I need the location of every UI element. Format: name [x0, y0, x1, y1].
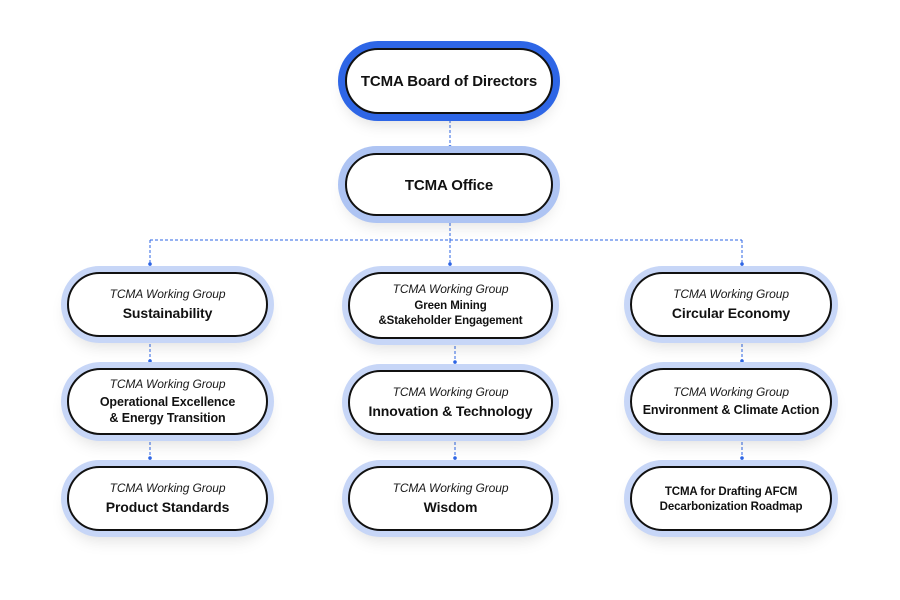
working-group-title-line-2: Decarbonization Roadmap: [659, 500, 803, 513]
connector-dot: [148, 262, 152, 266]
working-group-innovation-technology: TCMA Working Group Innovation & Technolo…: [348, 370, 553, 435]
working-group-subtitle: TCMA Working Group: [673, 385, 789, 399]
working-group-subtitle: TCMA Working Group: [109, 481, 226, 495]
working-group-subtitle: TCMA Working Group: [392, 481, 509, 495]
connector-dot: [740, 359, 744, 363]
office-title: TCMA Office: [404, 176, 494, 194]
working-group-title-line-2: &Stakeholder Engagement: [378, 315, 523, 327]
working-group-title: Wisdom: [423, 499, 478, 515]
connector-dot: [148, 359, 152, 363]
connector-dot: [448, 145, 452, 149]
working-group-title: Product Standards: [105, 499, 230, 515]
connector-dot: [453, 456, 457, 460]
working-group-title-line-1: TCMA for Drafting AFCM: [664, 485, 798, 498]
working-group-green-mining: TCMA Working Group Green Mining &Stakeho…: [348, 272, 553, 339]
working-group-title: Environment & Climate Action: [642, 403, 820, 417]
working-group-product-standards: TCMA Working Group Product Standards: [67, 466, 268, 531]
working-group-operational-excellence: TCMA Working Group Operational Excellenc…: [67, 368, 268, 435]
working-group-title-line-1: Operational Excellence: [99, 395, 236, 409]
working-group-title-line-2: & Energy Transition: [109, 411, 226, 425]
office-node: TCMA Office: [345, 153, 553, 216]
working-group-title: Circular Economy: [671, 305, 791, 321]
working-group-subtitle: TCMA Working Group: [392, 282, 509, 296]
connector-dot: [740, 262, 744, 266]
connector-dot: [448, 262, 452, 266]
connector-dot: [453, 360, 457, 364]
working-group-sustainability: TCMA Working Group Sustainability: [67, 272, 268, 337]
board-node: TCMA Board of Directors: [345, 48, 553, 114]
working-group-afcm-decarbonization: TCMA for Drafting AFCM Decarbonization R…: [630, 466, 832, 531]
working-group-subtitle: TCMA Working Group: [109, 377, 226, 391]
working-group-title-line-1: Green Mining: [414, 300, 487, 312]
board-title: TCMA Board of Directors: [360, 73, 538, 90]
connector-dot: [148, 456, 152, 460]
working-group-environment-climate: TCMA Working Group Environment & Climate…: [630, 368, 832, 435]
working-group-subtitle: TCMA Working Group: [109, 287, 226, 301]
working-group-wisdom: TCMA Working Group Wisdom: [348, 466, 553, 531]
working-group-title: Sustainability: [122, 305, 213, 321]
working-group-subtitle: TCMA Working Group: [392, 385, 509, 399]
working-group-circular-economy: TCMA Working Group Circular Economy: [630, 272, 832, 337]
working-group-subtitle: TCMA Working Group: [673, 287, 789, 301]
working-group-title: Innovation & Technology: [368, 403, 533, 419]
connector-dot: [740, 456, 744, 460]
